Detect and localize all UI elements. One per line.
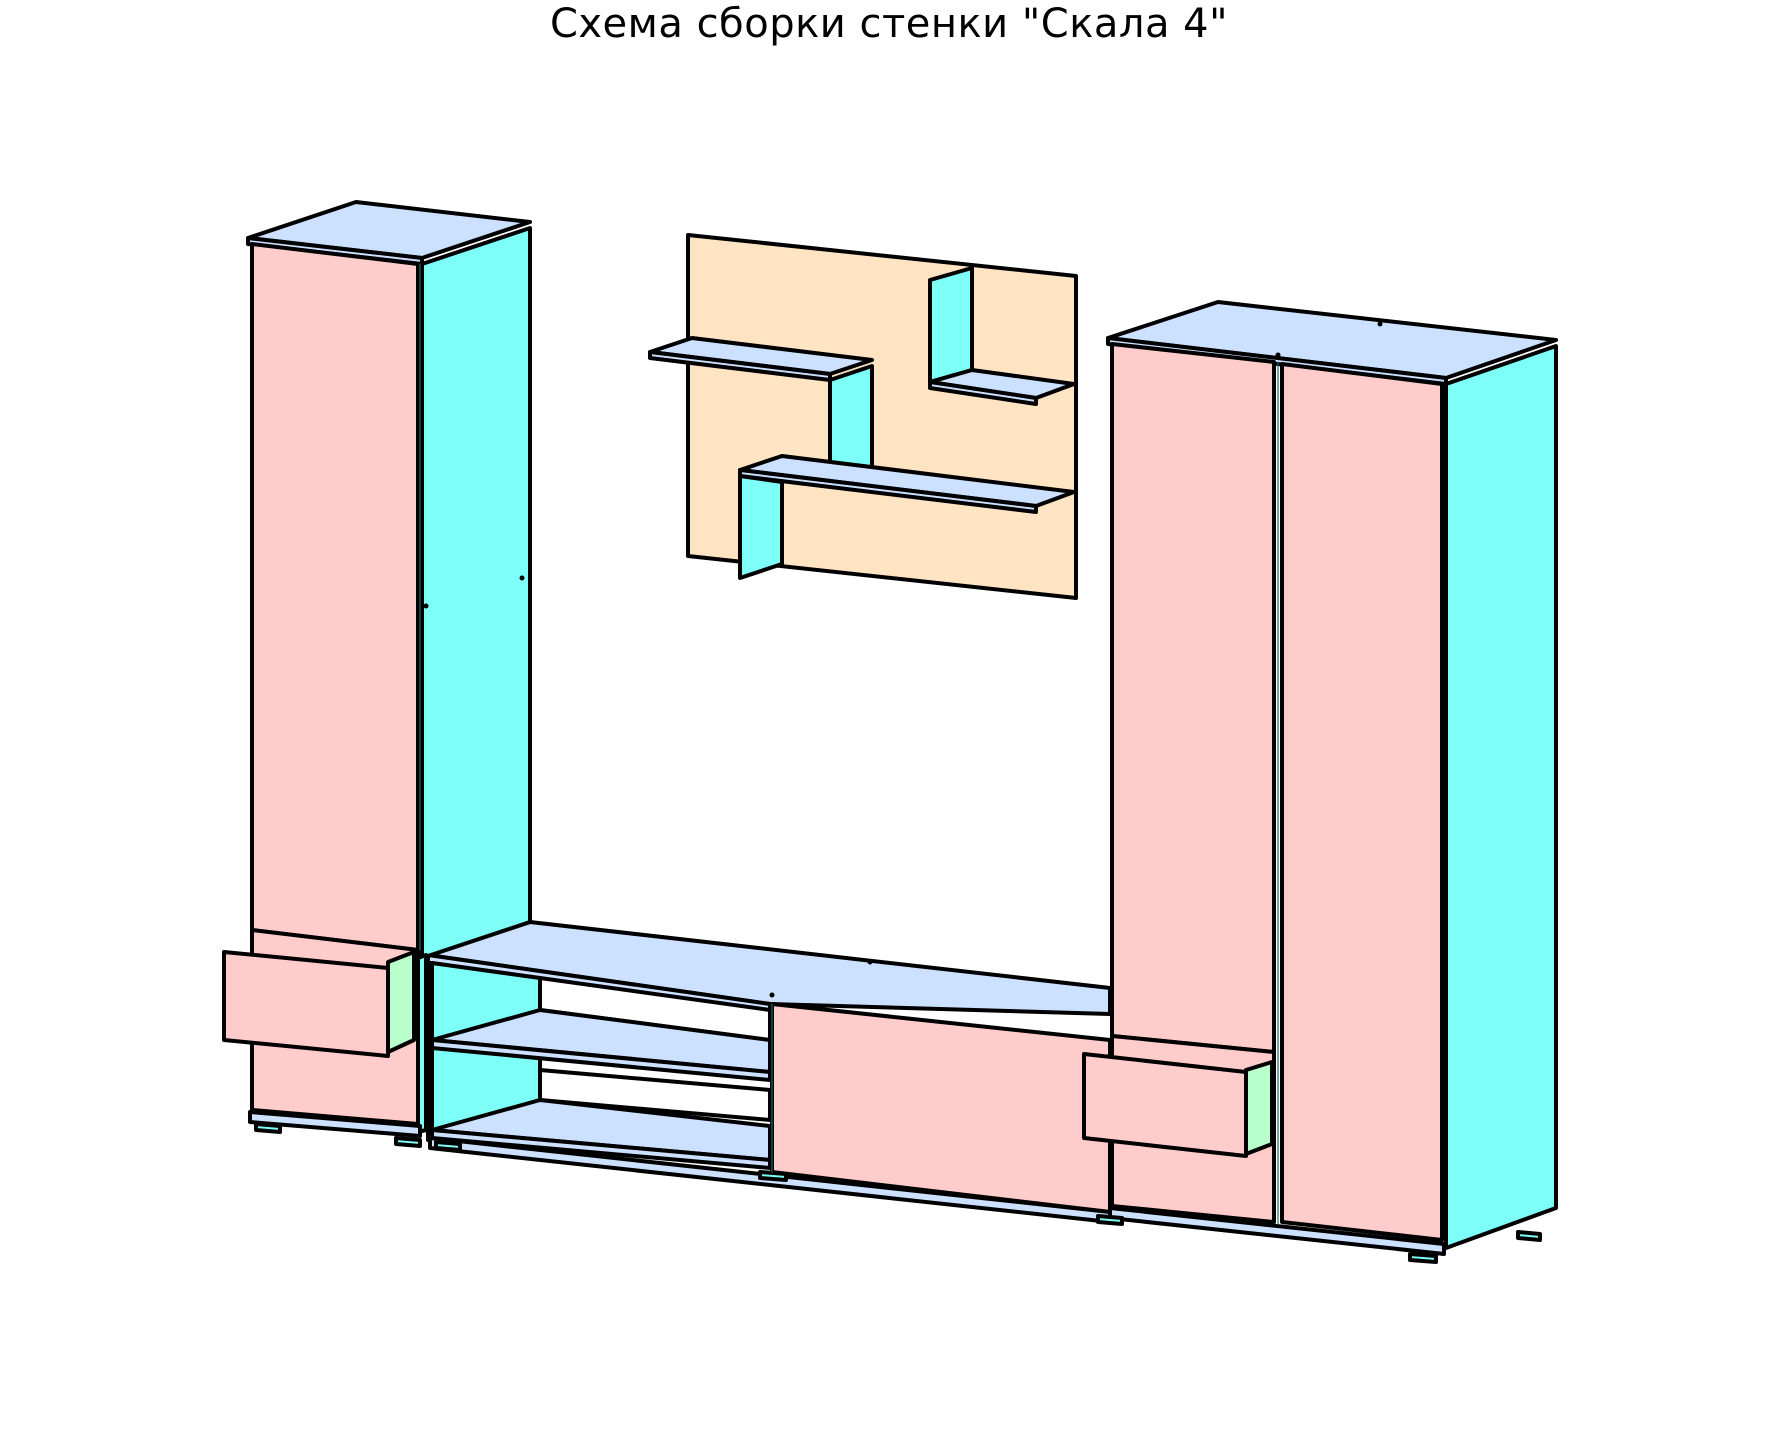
right-wardrobe-door-right [1280, 362, 1444, 1242]
shelf-post-upper-right [928, 266, 974, 384]
right-wardrobe-drawer-inner [1244, 1060, 1274, 1156]
right-wardrobe-plinth [1108, 1206, 1446, 1256]
wall-shelf-panel [648, 233, 1078, 600]
hinge-dot [1377, 321, 1383, 327]
foot [1408, 1252, 1438, 1264]
back-panel [686, 233, 1078, 600]
hinge-dot [769, 992, 775, 998]
right-wardrobe [1082, 300, 1558, 1256]
foot [394, 1136, 422, 1148]
foot [1096, 1214, 1124, 1226]
foot [434, 1140, 462, 1152]
left-cabinet-plinth [248, 1110, 422, 1138]
foot [758, 1170, 788, 1182]
right-wardrobe-drawer-front [1082, 1052, 1248, 1158]
hinge-dot [423, 603, 429, 609]
left-cabinet-lower-side [416, 953, 428, 1134]
left-cabinet-door [250, 242, 420, 952]
shelf-upper-right-edge [928, 380, 1038, 406]
left-tall-cabinet [222, 200, 532, 1138]
left-cabinet-drawer-inner [386, 950, 416, 1054]
cabinet-feet [254, 1122, 1542, 1264]
hinge-dot [519, 575, 525, 581]
foot [254, 1122, 282, 1134]
left-cabinet-drawer-front [222, 950, 390, 1058]
shelf-post-lower [738, 474, 784, 580]
diagram-title: Схема сборки стенки "Скала 4" [549, 1, 1229, 47]
left-cabinet-side [420, 226, 532, 960]
hinge-dot [867, 959, 873, 965]
hinge-dot [1275, 352, 1281, 358]
right-wardrobe-door-left [1110, 342, 1276, 1054]
right-wardrobe-side [1444, 344, 1558, 1250]
detail-lines [419, 263, 1383, 1225]
foot [1516, 1230, 1542, 1242]
